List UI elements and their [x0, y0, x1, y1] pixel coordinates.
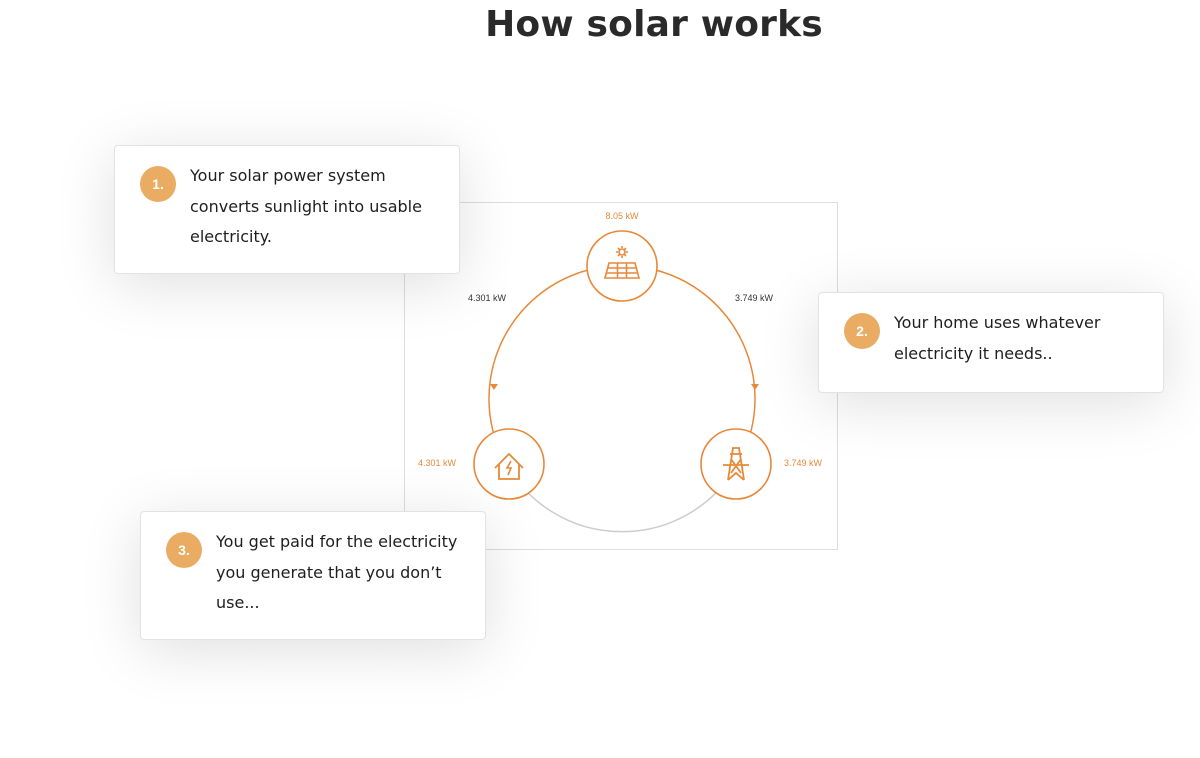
power-tower-icon: [723, 447, 749, 481]
step-number-badge: 1.: [140, 166, 176, 202]
solar-panel-node: [586, 230, 658, 302]
page-title: How solar works: [485, 4, 823, 45]
step-card-3: 3. You get paid for the electricity you …: [140, 511, 486, 640]
arrow-down-icon: [490, 384, 498, 390]
solar-output-label: 8.05 kW: [605, 211, 639, 221]
to-grid-flow-label: 3.749 kW: [734, 293, 774, 303]
house-lightning-icon: [494, 452, 524, 480]
step-card-1: 1. Your solar power system converts sunl…: [114, 145, 460, 274]
solar-panel-icon: [603, 246, 641, 279]
solar-flow-diagram: 8.05 kW 4.301 kW 3.749 kW 4.301 kW 3.749…: [404, 202, 838, 550]
step-number-badge: 3.: [166, 532, 202, 568]
step-text: Your solar power system converts sunligh…: [190, 166, 422, 246]
to-home-flow-label: 4.301 kW: [467, 293, 507, 303]
home-usage-label: 4.301 kW: [417, 458, 457, 468]
step-card-2: 2. Your home uses whatever electricity i…: [818, 292, 1164, 393]
grid-export-label: 3.749 kW: [783, 458, 823, 468]
arrow-down-icon: [751, 384, 759, 390]
step-number-badge: 2.: [844, 313, 880, 349]
grid-to-home-arc: [506, 465, 738, 533]
step-text: You get paid for the electricity you gen…: [216, 532, 458, 612]
grid-node: [700, 428, 772, 500]
home-node: [473, 428, 545, 500]
flow-graphic: [473, 230, 772, 533]
step-text: Your home uses whatever electricity it n…: [894, 313, 1101, 363]
